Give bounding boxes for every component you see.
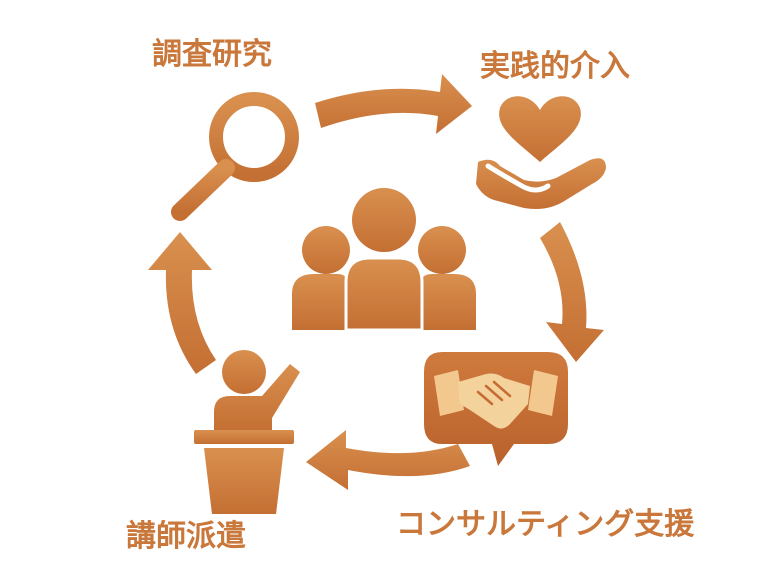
magnifying-glass-icon — [171, 92, 299, 221]
arrow-lecture-to-research — [148, 232, 216, 374]
heart-in-hand-icon — [476, 96, 606, 209]
group-of-people-icon — [292, 188, 476, 332]
arrow-consulting-to-lecture — [306, 430, 470, 490]
practice-label: 実践的介入 — [480, 49, 630, 84]
research-label: 調査研究 — [152, 37, 272, 72]
arrow-practice-to-consulting — [540, 222, 604, 362]
lecture-label: 講師派遣 — [126, 519, 246, 554]
arrow-research-to-practice — [315, 74, 472, 134]
lecturer-at-podium-icon — [194, 350, 300, 514]
handshake-speech-bubble-icon — [424, 352, 568, 466]
consulting-label: コンサルティング支援 — [396, 507, 695, 542]
